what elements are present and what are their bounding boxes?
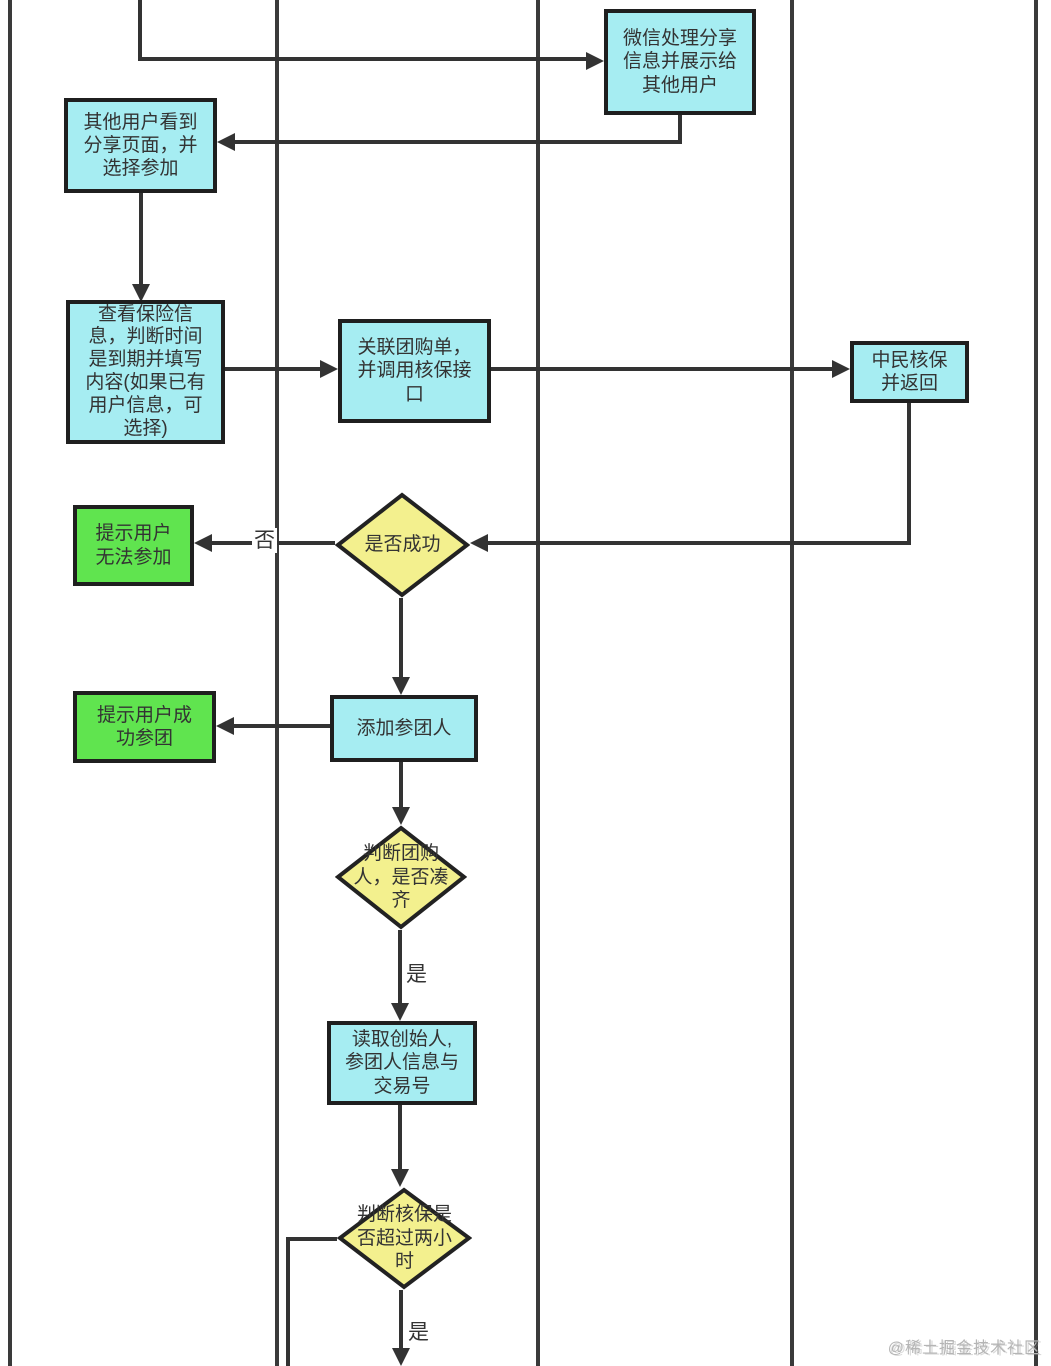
node-label: 读取创始人, 参团人信息与 交易号: [344, 1029, 459, 1097]
edge-link-to-zhongmin-line: [491, 367, 834, 371]
edge-groupfull-yes-line: [398, 930, 402, 1005]
arrowhead-into-join-success: [216, 717, 234, 735]
decision-group-full-shape: [335, 825, 467, 930]
decision-two-hours: 判断核保是 否超过两小 时: [356, 1203, 452, 1273]
node-label: 微信处理分享 信息并展示给 其他用户: [622, 28, 737, 96]
arrowhead-into-is-success: [470, 534, 488, 552]
node-link-group-order: 关联团购单， 并调用核保接 口: [338, 319, 491, 423]
swimlane-divider-2: [275, 0, 279, 1366]
edge-wechat-to-user-line: [233, 140, 682, 144]
edge-label-yes-group: 是: [404, 962, 429, 988]
edge-zhongmin-to-success-line: [907, 403, 911, 545]
node-label: 添加参团人: [356, 717, 452, 739]
edge-success-to-add-line: [399, 598, 403, 679]
node-read-founder-info: 读取创始人, 参团人信息与 交易号: [327, 1021, 477, 1105]
arrowhead-into-wechat: [586, 52, 604, 70]
node-notify-cannot-join: 提示用户 无法参加: [73, 505, 194, 586]
edge-twohour-loop-line: [286, 1237, 337, 1241]
node-wechat-share: 微信处理分享 信息并展示给 其他用户: [604, 9, 756, 115]
arrowhead-into-user-sees: [217, 133, 235, 151]
edge-top-to-wechat-line: [138, 0, 142, 61]
edge-zhongmin-to-success-line: [486, 541, 911, 545]
decision-is-success: 是否成功: [364, 534, 441, 556]
decision-group-full: 判断团购 人，是否凑 齐: [353, 842, 449, 912]
edge-label-yes-twohour: 是: [406, 1320, 431, 1346]
node-user-sees-share: 其他用户看到 分享页面，并 选择参加: [64, 98, 217, 193]
arrowhead-bottom-exit: [392, 1348, 410, 1366]
arrowhead-into-view-insurance: [132, 284, 150, 302]
decision-is-success-shape: [335, 492, 470, 598]
node-view-insurance: 查看保险信 息，判断时间 是到期并填写 内容(如果已有 用户信息，可 选择): [66, 300, 225, 444]
swimlane-divider-1: [8, 0, 12, 1366]
swimlane-divider-3: [536, 0, 540, 1366]
edge-twohour-loop-line: [286, 1237, 290, 1366]
edge-read-to-twohour-line: [398, 1105, 402, 1171]
edge-add-to-groupfull-line: [399, 762, 403, 809]
swimlane-divider-4: [790, 0, 794, 1366]
node-label: 查看保险信 息，判断时间 是到期并填写 内容(如果已有 用户信息，可 选择): [85, 303, 206, 439]
arrowhead-into-cannot-join: [194, 534, 212, 552]
node-add-participant: 添加参团人: [330, 695, 478, 762]
edge-top-to-wechat-line: [138, 57, 588, 61]
arrowhead-into-read-info: [391, 1003, 409, 1021]
node-label: 中民核保 并返回: [871, 349, 948, 394]
edge-twohour-yes-line: [399, 1290, 403, 1349]
swimlane-divider-5: [1034, 0, 1038, 1366]
node-label: 提示用户成 功参团: [96, 704, 192, 749]
node-zhongmin-underwrite: 中民核保 并返回: [850, 341, 969, 403]
arrowhead-into-zhongmin: [832, 360, 850, 378]
node-label: 关联团购单， 并调用核保接 口: [357, 337, 472, 405]
edge-view-to-link-line: [225, 367, 324, 371]
arrowhead-into-group-full: [392, 807, 410, 825]
edge-user-to-view-line: [139, 193, 143, 286]
node-label: 其他用户看到 分享页面，并 选择参加: [83, 111, 198, 180]
node-label: 提示用户 无法参加: [95, 523, 172, 568]
watermark-text: @稀土掘金技术社区: [887, 1340, 1041, 1357]
arrowhead-into-two-hours: [391, 1169, 409, 1187]
node-notify-join-success: 提示用户成 功参团: [73, 691, 216, 763]
edge-wechat-to-user-line: [678, 115, 682, 144]
arrowhead-into-add-participant: [392, 677, 410, 695]
arrowhead-into-link-order: [320, 360, 338, 378]
decision-two-hours-shape: [337, 1187, 472, 1290]
edge-add-to-notify-line: [232, 724, 330, 728]
edge-label-no: 否: [252, 528, 277, 554]
